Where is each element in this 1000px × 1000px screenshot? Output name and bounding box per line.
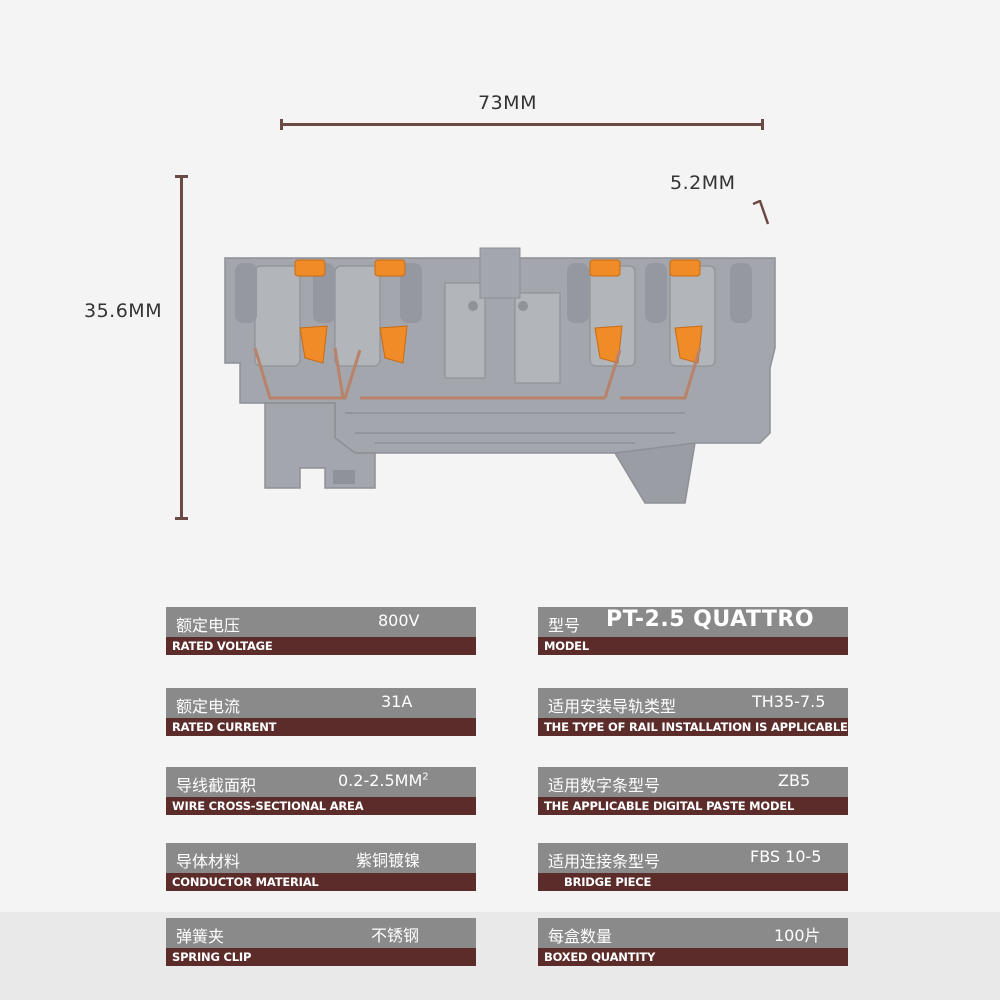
spec-value: PT-2.5 QUATTRO (606, 607, 815, 632)
height-dimension-line (175, 175, 188, 520)
spec-label-cn: 型号 (548, 616, 581, 635)
spec-value: FBS 10-5 (750, 847, 822, 866)
spec-value: 100片 (774, 926, 821, 945)
spec-label-cn: 每盒数量 (548, 927, 613, 946)
spec-card-conductor-material: 导体材料 紫铜镀镍 CONDUCTOR MATERIAL (166, 843, 476, 891)
spec-card-wire-cross-section: 导线截面积 0.2-2.5MM2 WIRE CROSS-SECTIONAL AR… (166, 767, 476, 815)
spec-card-bridge-piece: 适用连接条型号 FBS 10-5 BRIDGE PIECE (538, 843, 848, 891)
spec-value-superscript: 2 (422, 771, 429, 783)
spec-label-cn: 导体材料 (176, 852, 241, 871)
spec-label-cn: 额定电压 (176, 616, 241, 635)
length-dimension-line (280, 119, 764, 130)
thickness-dimension-label: 5.2MM (670, 172, 736, 194)
spec-card-model: 型号 PT-2.5 QUATTRO MODEL (538, 607, 848, 655)
terminal-block-image (224, 247, 776, 504)
footer-band (0, 912, 1000, 1000)
spec-label-en: BOXED QUANTITY (544, 950, 656, 964)
spec-value: TH35-7.5 (752, 692, 826, 711)
spec-label-en: BRIDGE PIECE (564, 875, 652, 889)
spec-value: 不锈钢 (371, 926, 420, 945)
spec-label-en: CONDUCTOR MATERIAL (172, 875, 319, 889)
spec-label-en: THE TYPE OF RAIL INSTALLATION IS APPLICA… (544, 720, 848, 734)
spec-card-spring-clip: 弹簧夹 不锈钢 SPRING CLIP (166, 918, 476, 966)
spec-label-en: RATED CURRENT (172, 720, 277, 734)
spec-label-en: RATED VOLTAGE (172, 639, 273, 653)
spec-value: ZB5 (778, 771, 811, 790)
thickness-marker-icon (752, 200, 770, 225)
spec-label-cn: 弹簧夹 (176, 927, 225, 946)
spec-label-cn: 导线截面积 (176, 776, 257, 795)
spec-label-cn: 适用数字条型号 (548, 776, 661, 795)
spec-label-cn: 适用连接条型号 (548, 852, 661, 871)
spec-value: 紫铜镀镍 (356, 851, 421, 870)
spec-card-digital-paste-model: 适用数字条型号 ZB5 THE APPLICABLE DIGITAL PASTE… (538, 767, 848, 815)
spec-label-cn: 额定电流 (176, 697, 241, 716)
spec-card-boxed-quantity: 每盒数量 100片 BOXED QUANTITY (538, 918, 848, 966)
spec-label-en: SPRING CLIP (172, 950, 252, 964)
spec-label-en: WIRE CROSS-SECTIONAL AREA (172, 799, 364, 813)
height-dimension-label: 35.6MM (84, 300, 163, 322)
spec-label-cn: 适用安装导轨类型 (548, 697, 677, 716)
spec-card-rated-voltage: 额定电压 800V RATED VOLTAGE (166, 607, 476, 655)
spec-card-rail-type: 适用安装导轨类型 TH35-7.5 THE TYPE OF RAIL INSTA… (538, 688, 848, 736)
spec-value: 0.2-2.5MM2 (338, 771, 429, 790)
length-dimension-label: 73MM (478, 92, 537, 114)
spec-value: 800V (378, 611, 420, 630)
spec-card-rated-current: 额定电流 31A RATED CURRENT (166, 688, 476, 736)
spec-value-main: 0.2-2.5MM (338, 771, 423, 790)
spec-label-en: MODEL (544, 639, 589, 653)
spec-label-en: THE APPLICABLE DIGITAL PASTE MODEL (544, 799, 795, 813)
spec-value: 31A (381, 692, 413, 711)
